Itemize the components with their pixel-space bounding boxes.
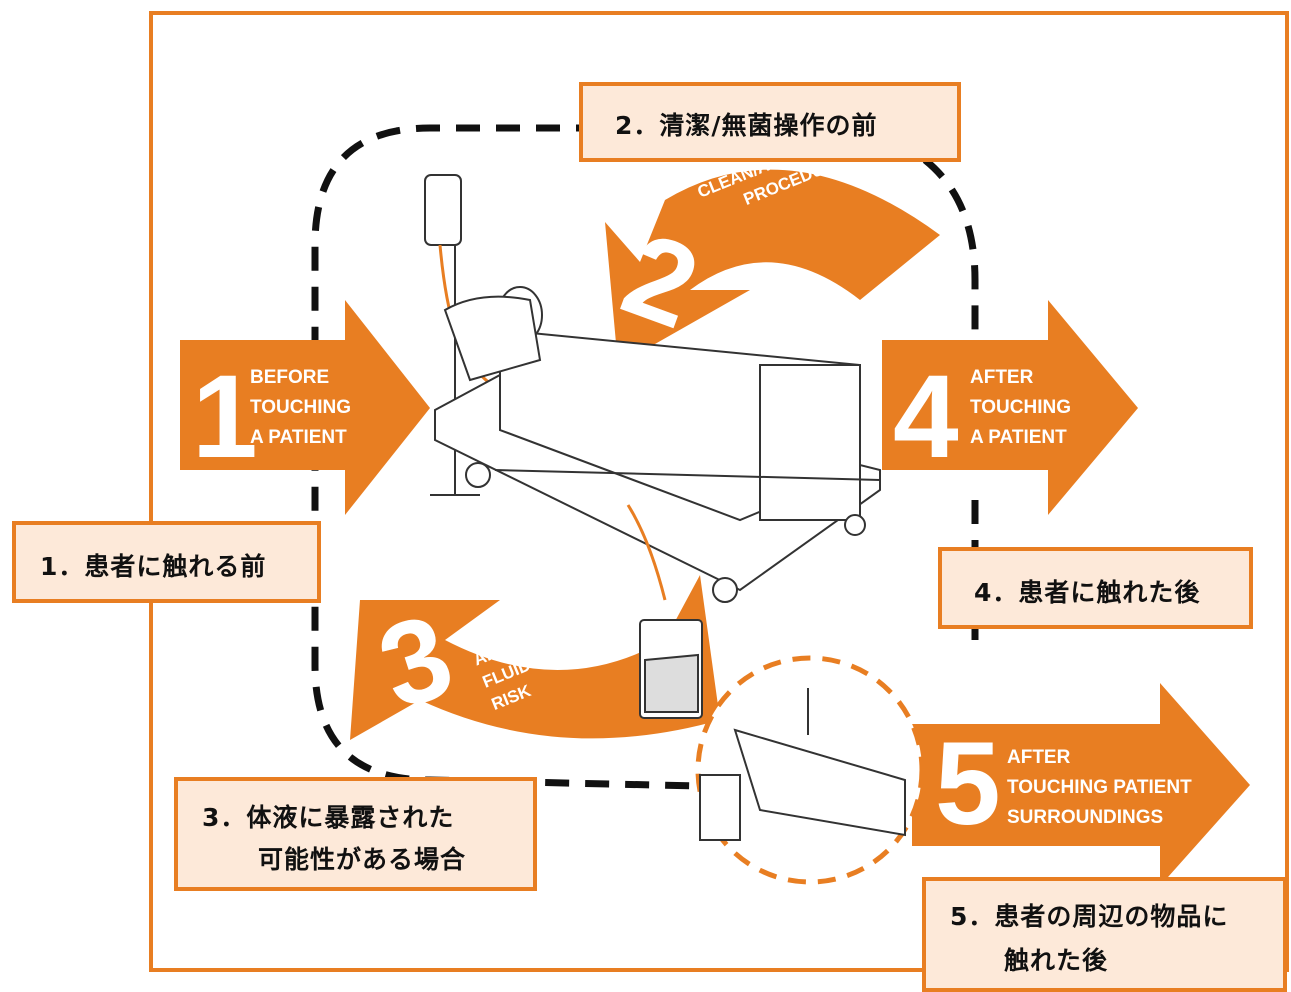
moment-5-english-line: SURROUNDINGS	[1007, 807, 1164, 828]
arrow-2-shape	[605, 169, 940, 365]
moment-4-number: 4	[893, 351, 959, 483]
moment-1-japanese-line: 1．患者に触れる前	[40, 552, 267, 581]
moment-5-number: 5	[935, 718, 1001, 850]
arrow-1-shape	[180, 300, 430, 515]
moment-1-number: 1	[192, 351, 258, 483]
moment-5-english-line: TOUCHING PATIENT	[1007, 777, 1192, 798]
moment-1-english-line: TOUCHING	[250, 397, 351, 418]
arrow-5-shape	[912, 683, 1250, 886]
moment-5-japanese-label: 5．患者の周辺の物品に 触れた後	[922, 877, 1287, 992]
moment-5-japanese-line: 5．患者の周辺の物品に	[950, 902, 1229, 931]
moment-3-japanese-line: 可能性がある場合	[258, 845, 467, 874]
arrow-4-shape	[882, 300, 1138, 515]
bedside-surroundings-illustration	[699, 688, 906, 841]
moment-4-english-line: TOUCHING	[970, 397, 1071, 418]
drainage-bag-icon	[639, 619, 703, 719]
patient-in-bed-illustration	[434, 286, 881, 603]
moment-1-english-label: BEFORE TOUCHING A PATIENT	[250, 363, 351, 453]
moment-3-japanese-label: 3．体液に暴露された 可能性がある場合	[174, 777, 537, 891]
moment-1-english-line: BEFORE	[250, 367, 330, 388]
moment-4-japanese-line: 4．患者に触れた後	[974, 578, 1201, 607]
moment-2-japanese-line: 2．清潔/無菌操作の前	[615, 111, 878, 140]
moment-2-japanese-label: 2．清潔/無菌操作の前	[579, 82, 961, 162]
outer-frame	[149, 11, 1289, 972]
moment-3-japanese-line: 3．体液に暴露された	[202, 803, 455, 832]
moment-4-english-line: A PATIENT	[970, 427, 1067, 448]
moment-5-english-line: AFTER	[1007, 747, 1071, 768]
moment-5-japanese-line: 触れた後	[1004, 946, 1109, 975]
moment-5-english-label: AFTER TOUCHING PATIENT SURROUNDINGS	[1007, 743, 1192, 833]
moment-1-japanese-label: 1．患者に触れる前	[12, 521, 321, 603]
moment-4-english-line: AFTER	[970, 367, 1034, 388]
moment-1-english-line: A PATIENT	[250, 427, 347, 448]
moment-4-english-label: AFTER TOUCHING A PATIENT	[970, 363, 1071, 453]
arrow-3-shape	[350, 575, 720, 740]
patient-zone-dashed-outline-right	[922, 157, 979, 640]
moment-4-japanese-label: 4．患者に触れた後	[938, 547, 1253, 629]
